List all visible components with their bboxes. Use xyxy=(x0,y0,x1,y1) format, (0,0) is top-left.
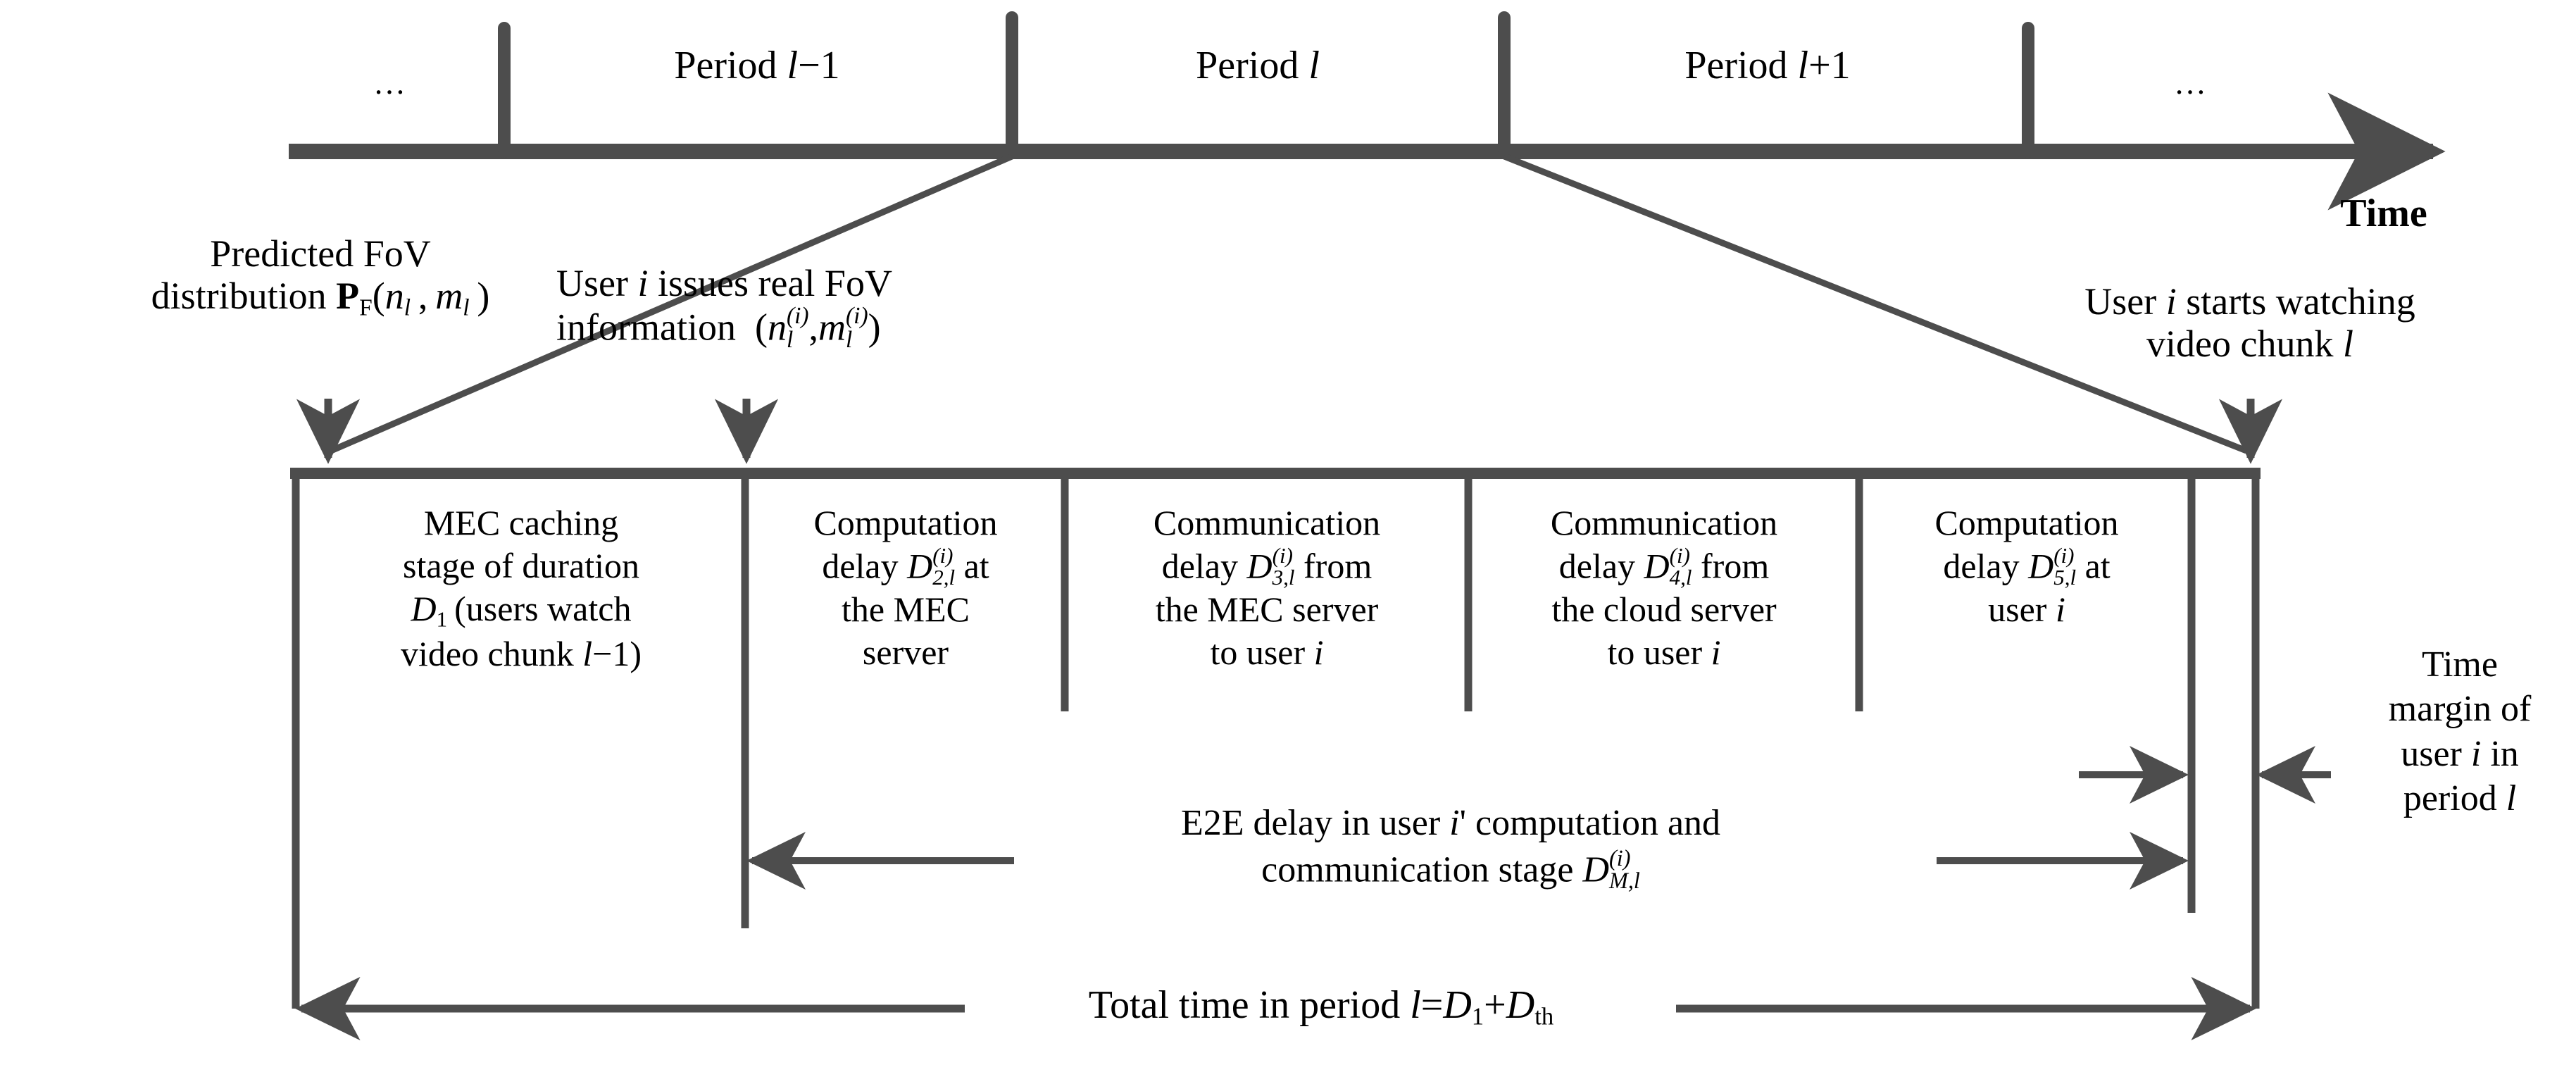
stage-line: D1 (users watch xyxy=(411,589,632,632)
stage-line: delay D(i)3,l from xyxy=(1161,543,1373,590)
callout-start-watching: User i starts watching video chunk l xyxy=(1965,280,2535,366)
stage-line: Computation xyxy=(813,503,998,542)
callout-start-watching-line2: video chunk l xyxy=(2146,323,2353,366)
measure-line: communication stage D(i)M,l xyxy=(1261,844,1640,893)
period-to-box-connectors xyxy=(330,153,2248,454)
stage-line: stage of duration xyxy=(402,546,639,585)
stage-label-mec-caching: MEC caching stage of duration D1 (users … xyxy=(308,501,734,675)
measure-line: user i in xyxy=(2401,733,2519,774)
stage-line: the MEC xyxy=(842,590,970,629)
stage-line: to user i xyxy=(1210,632,1324,672)
measure-label-e2e-delay: E2E delay in user i' computation and com… xyxy=(986,800,1915,893)
measure-line: margin of xyxy=(2388,689,2532,730)
stage-line: server xyxy=(862,632,949,672)
stage-label-computation-mec: Computation delay D(i)2,l at the MEC ser… xyxy=(751,501,1061,674)
stage-line: delay D(i)2,l at xyxy=(822,543,989,590)
stage-bar xyxy=(290,468,2261,1009)
measure-line: E2E delay in user i' computation and xyxy=(1180,803,1721,843)
period-label-l-plus-1: Period l+1 xyxy=(1684,44,1850,88)
connector-left xyxy=(330,153,1013,454)
measure-line: period l xyxy=(2403,778,2517,819)
stage-label-computation-user: Computation delay D(i)5,l at user i xyxy=(1865,501,2189,631)
callout-real-fov-line1: User i issues real FoV xyxy=(556,262,892,304)
stage-line: Computation xyxy=(1934,503,2119,542)
stage-line: delay D(i)5,l at xyxy=(1943,543,2111,590)
callout-predicted-fov: Predicted FoV distribution PF(nl , ml ) xyxy=(109,232,532,321)
stage-label-communication-mec: Communication delay D(i)3,l from the MEC… xyxy=(1070,501,1463,674)
period-label-text: Period l+1 xyxy=(1684,44,1851,87)
period-label-l-minus-1: Period l−1 xyxy=(674,44,839,88)
period-label-text: Period l−1 xyxy=(674,44,840,87)
callout-predicted-fov-line2: distribution PF(nl , ml ) xyxy=(151,275,490,321)
measure-label-time-margin: Time margin of user i in period l xyxy=(2345,642,2575,821)
stage-line: the cloud server xyxy=(1551,590,1777,629)
connector-right xyxy=(1503,153,2248,454)
period-label-text: Period l xyxy=(1196,44,1320,87)
stage-line: Communication xyxy=(1550,503,1778,542)
measure-label-total-time: Total time in period l=D1+Dth xyxy=(1089,983,1553,1031)
stage-line: MEC caching xyxy=(423,503,619,542)
time-axis-label: Time xyxy=(2340,192,2427,235)
timeline-ticks xyxy=(498,11,2034,158)
measure-line: Total time in period l=D1+Dth xyxy=(1088,983,1554,1030)
callout-real-fov-line2: information (n(i)l,m(i)l) xyxy=(556,303,881,353)
timeline-ellipsis-left: … xyxy=(373,65,406,101)
stage-line: to user i xyxy=(1607,632,1721,672)
stage-label-communication-cloud: Communication delay D(i)4,l from the clo… xyxy=(1473,501,1855,674)
callout-predicted-fov-line1: Predicted FoV xyxy=(210,232,431,275)
stage-line: user i xyxy=(1988,590,2065,629)
callout-real-fov: User i issues real FoV information (n(i)… xyxy=(556,262,892,351)
callout-start-watching-line1: User i starts watching xyxy=(2084,280,2415,323)
measure-line: Time xyxy=(2422,644,2498,685)
period-label-l: Period l xyxy=(1196,44,1320,88)
stage-line: delay D(i)4,l from xyxy=(1558,543,1770,590)
stage-line: video chunk l−1) xyxy=(400,634,642,674)
timeline-ellipsis-right: … xyxy=(2174,65,2206,101)
stage-line: Communication xyxy=(1153,503,1381,542)
stage-line: the MEC server xyxy=(1155,590,1379,629)
stage-entry-arrows xyxy=(296,399,2283,464)
